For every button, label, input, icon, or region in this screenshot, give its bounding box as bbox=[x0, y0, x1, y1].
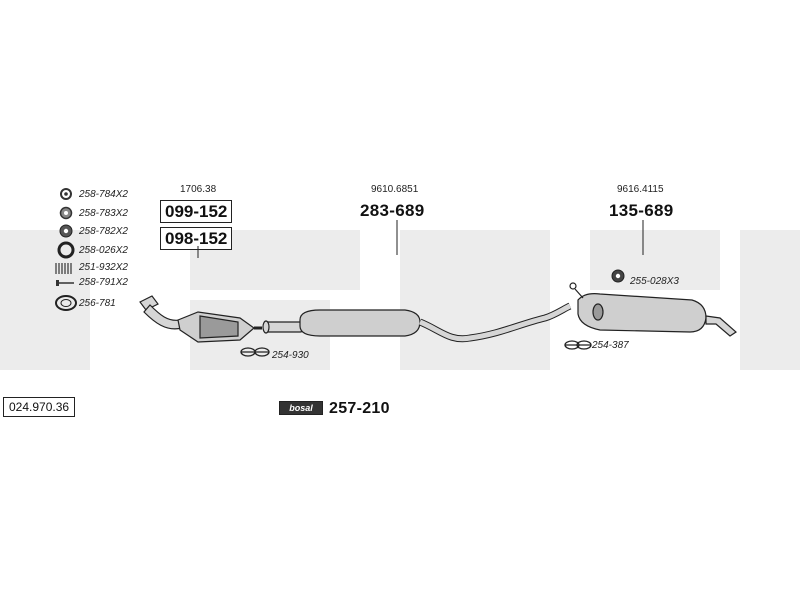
clamp-rear-icon bbox=[564, 340, 592, 350]
connector-pipe bbox=[262, 320, 305, 334]
legend-code: 256-781 bbox=[79, 298, 116, 309]
bolt-icon bbox=[56, 280, 74, 286]
legend-code: 258-782X2 bbox=[79, 226, 128, 237]
legend-code: 258-791X2 bbox=[79, 277, 128, 288]
legend-code: 258-784X2 bbox=[79, 189, 128, 200]
legend-code: 258-783X2 bbox=[79, 208, 128, 219]
clamp-front-code: 254-930 bbox=[272, 350, 309, 361]
middle-ref: 9610.6851 bbox=[371, 184, 419, 195]
catalyst-code-1: 099-152 bbox=[160, 200, 233, 223]
kit-code: 257-210 bbox=[329, 400, 390, 417]
front-pipe bbox=[139, 295, 183, 330]
middle-code: 283-689 bbox=[360, 201, 425, 220]
mount-code: 255-028X3 bbox=[630, 276, 679, 287]
legend-code: 258-026X2 bbox=[79, 245, 128, 256]
bosal-logo: bosal bbox=[279, 401, 323, 415]
rear-silencer bbox=[577, 293, 737, 337]
rear-code: 135-689 bbox=[609, 201, 674, 220]
legend-code: 251-932X2 bbox=[79, 262, 128, 273]
doc-number: 024.970.36 bbox=[3, 397, 76, 417]
ring-large-icon bbox=[57, 241, 75, 259]
catalyst-code-2: 098-152 bbox=[160, 227, 233, 250]
middle-silencer bbox=[299, 302, 572, 343]
ring-small-icon bbox=[60, 188, 72, 200]
rear-ref: 9616.4115 bbox=[617, 184, 664, 195]
legend-icons bbox=[55, 188, 77, 311]
catalyst-ref: 1706.38 bbox=[180, 184, 217, 195]
clamp-rear-code: 254-387 bbox=[592, 340, 629, 351]
rubber-mount-icon bbox=[611, 269, 625, 283]
gasket-icon bbox=[55, 295, 77, 311]
spring-icon bbox=[55, 263, 72, 274]
catalytic-converter bbox=[177, 311, 262, 343]
hanger-bolt-icon bbox=[569, 282, 584, 299]
clamp-front-icon bbox=[240, 347, 270, 357]
